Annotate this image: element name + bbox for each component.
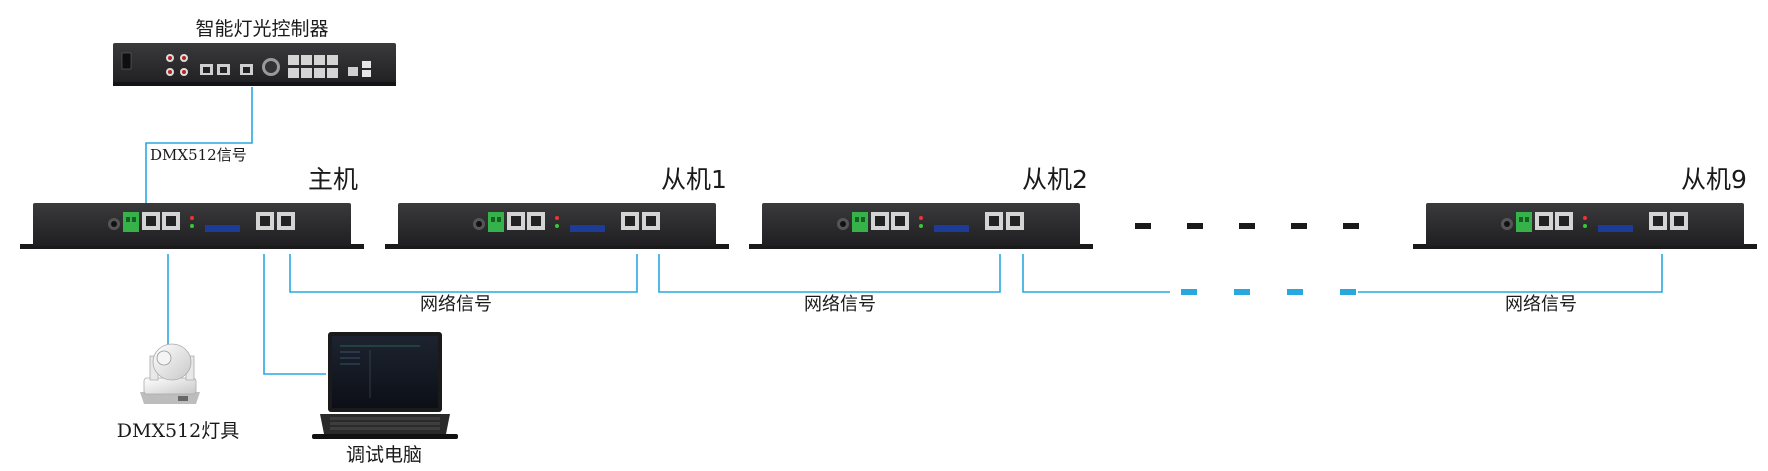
master-unit: [20, 203, 364, 249]
dmx-signal-link: [145, 87, 253, 205]
network-link-master-slave1: [289, 254, 638, 293]
slave1-unit: [385, 203, 729, 249]
slave2-label: 从机2: [1022, 165, 1088, 194]
light-controller-device: [113, 43, 396, 86]
network-ellipsis: [1181, 289, 1356, 295]
controller-title: 智能灯光控制器: [195, 18, 328, 40]
slave9-label: 从机9: [1681, 165, 1747, 194]
fixture-label: DMX512灯具: [117, 420, 239, 442]
network-link-slave9: [1358, 254, 1663, 293]
slave2-unit: [749, 203, 1093, 249]
network-link-slave1-slave2: [658, 254, 1001, 293]
master-to-pc-link: [263, 254, 326, 375]
network-link-slave2-continue: [1022, 254, 1170, 293]
dmx-signal-label: DMX512信号: [150, 146, 247, 164]
network-signal-label-2: 网络信号: [804, 294, 876, 315]
network-signal-label-3: 网络信号: [1505, 294, 1577, 315]
device-ellipsis: [1135, 223, 1359, 229]
slave1-label: 从机1: [661, 165, 727, 194]
pc-label: 调试电脑: [346, 444, 422, 466]
master-label: 主机: [308, 165, 358, 194]
slave9-unit: [1413, 203, 1757, 249]
debug-laptop-icon: [312, 332, 458, 439]
network-signal-label-1: 网络信号: [420, 294, 492, 315]
moving-head-fixture-icon: [140, 343, 200, 404]
